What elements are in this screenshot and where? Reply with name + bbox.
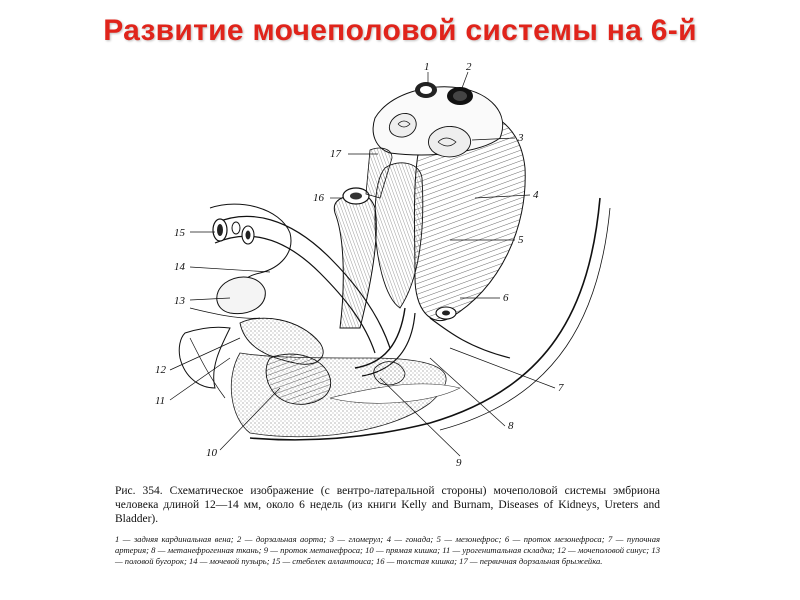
label-15: 15	[174, 227, 186, 239]
label-5: 5	[518, 234, 524, 246]
embryo-diagram: 1 2 3 4 5 6 7 8 9 10 11 12 13 14 15 16 1…	[130, 58, 670, 478]
label-12: 12	[155, 364, 167, 376]
umbilical-artery	[429, 317, 511, 359]
caption-main-text: Рис. 354. Схематическое изображение (с в…	[115, 485, 660, 525]
label-16: 16	[313, 192, 325, 204]
glomerulus-right	[428, 126, 472, 158]
label-7: 7	[558, 382, 564, 394]
label-1: 1	[424, 61, 430, 73]
cloacal-cavity	[329, 383, 461, 404]
glomerulus-left	[388, 113, 417, 138]
label-14: 14	[174, 261, 186, 273]
body-outline-inner	[439, 207, 611, 431]
allantois-stalk	[214, 215, 391, 349]
label-8: 8	[508, 420, 514, 432]
label-11: 11	[155, 395, 165, 407]
label-17: 17	[330, 148, 342, 160]
label-3: 3	[517, 132, 524, 144]
label-10: 10	[206, 447, 218, 459]
gonad	[374, 162, 424, 309]
rectum	[265, 353, 332, 405]
body-outline	[249, 197, 601, 441]
diagram-svg: 1 2 3 4 5 6 7 8 9 10 11 12 13 14 15 16 1…	[155, 61, 611, 469]
figure-caption: Рис. 354. Схематическое изображение (с в…	[115, 484, 660, 567]
label-2: 2	[466, 61, 472, 73]
urogenital-fold	[178, 326, 231, 389]
label-9: 9	[456, 457, 462, 469]
caption-legend-text: 1 — задняя кардинальная вена; 2 — дорзал…	[115, 534, 660, 566]
mesonephric-duct	[354, 307, 406, 369]
label-6: 6	[503, 292, 509, 304]
urogenital-sinus	[239, 317, 324, 365]
label-4: 4	[533, 189, 539, 201]
label-13: 13	[174, 295, 186, 307]
slide-title: Развитие мочеполовой системы на 6-й	[103, 14, 697, 47]
dorsal-mesentery	[365, 147, 393, 199]
genital-tubercle	[216, 276, 266, 315]
colon	[333, 192, 377, 329]
